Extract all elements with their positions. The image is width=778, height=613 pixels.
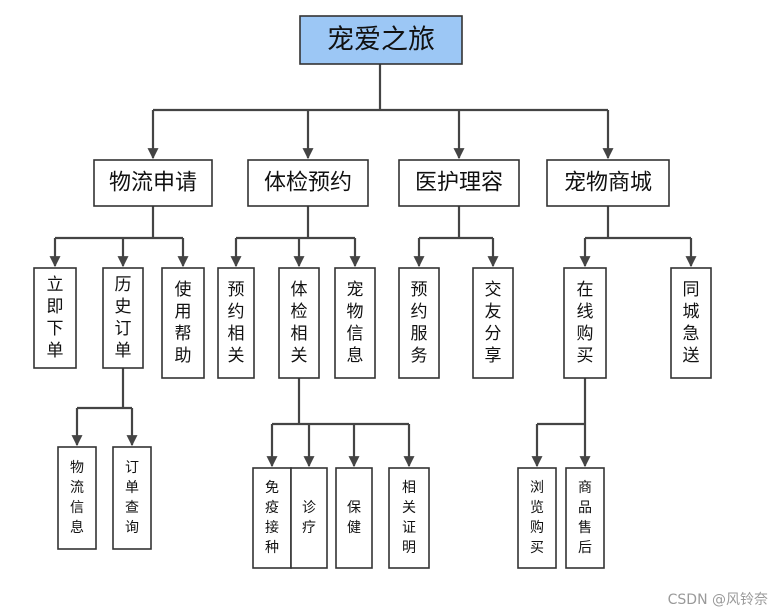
leaf-node-1-1-2: 保健 xyxy=(335,467,373,569)
leaf-node-1-1-1: 诊疗 xyxy=(290,467,328,569)
child-node-3-1-box xyxy=(670,267,712,379)
leaf-node-1-1-1-label: 诊疗 xyxy=(302,500,316,536)
leaf-node-0-1-1: 订单查询 xyxy=(112,446,152,550)
child-node-1-2-label: 宠物信息 xyxy=(347,280,364,366)
category-node-3: 宠物商城 xyxy=(546,159,670,207)
leaf-node-1-1-3: 相关证明 xyxy=(388,467,430,569)
category-node-0: 物流申请 xyxy=(93,159,213,207)
child-node-2-0-label: 预约服务 xyxy=(411,280,428,366)
leaf-node-1-1-2-box xyxy=(335,467,373,569)
category-node-3-box xyxy=(546,159,670,207)
category-node-3-label: 宠物商城 xyxy=(564,171,652,196)
leaf-node-0-1-0-label: 物流信息 xyxy=(70,460,84,536)
child-node-1-2: 宠物信息 xyxy=(334,267,376,379)
root-node-box xyxy=(299,15,463,65)
category-node-1-label: 体检预约 xyxy=(264,171,352,196)
child-node-1-1: 体检相关 xyxy=(278,267,320,379)
child-node-3-0: 在线购买 xyxy=(563,267,607,379)
child-node-2-1: 交友分享 xyxy=(472,267,514,379)
child-node-3-1-label: 同城急送 xyxy=(683,280,700,366)
category-node-0-label: 物流申请 xyxy=(109,171,197,196)
child-node-1-1-box xyxy=(278,267,320,379)
child-node-2-0: 预约服务 xyxy=(398,267,440,379)
leaf-node-3-0-1: 商品售后 xyxy=(565,467,605,569)
category-node-2-label: 医护理容 xyxy=(415,171,503,196)
root-node: 宠爱之旅 xyxy=(299,15,463,65)
leaf-node-3-0-0-label: 浏览购买 xyxy=(530,480,544,556)
child-node-3-0-label: 在线购买 xyxy=(577,280,594,366)
child-node-0-1-label: 历史订单 xyxy=(115,275,132,361)
leaf-node-1-1-0: 免疫接种 xyxy=(252,467,292,569)
leaf-node-1-1-2-label: 保健 xyxy=(347,500,361,536)
child-node-3-0-box xyxy=(563,267,607,379)
category-node-0-box xyxy=(93,159,213,207)
leaf-node-0-1-0: 物流信息 xyxy=(57,446,97,550)
child-node-0-1-box xyxy=(102,267,144,369)
child-node-2-0-box xyxy=(398,267,440,379)
leaf-node-3-0-1-box xyxy=(565,467,605,569)
child-node-0-1: 历史订单 xyxy=(102,267,144,369)
child-node-1-2-box xyxy=(334,267,376,379)
child-node-1-0: 预约相关 xyxy=(217,267,255,379)
leaf-node-3-0-0: 浏览购买 xyxy=(517,467,557,569)
child-node-0-0-box xyxy=(33,267,77,369)
connector-lines xyxy=(49,64,697,468)
child-node-1-0-box xyxy=(217,267,255,379)
leaf-node-1-1-1-box xyxy=(290,467,328,569)
watermark: CSDN @风铃奈 xyxy=(667,592,768,608)
leaf-node-1-1-0-label: 免疫接种 xyxy=(265,480,279,556)
category-node-2: 医护理容 xyxy=(398,159,520,207)
leaf-node-3-0-0-box xyxy=(517,467,557,569)
leaf-node-0-1-1-label: 订单查询 xyxy=(125,460,139,536)
child-node-1-0-label: 预约相关 xyxy=(228,280,245,366)
child-node-0-0: 立即下单 xyxy=(33,267,77,369)
leaf-node-1-1-3-box xyxy=(388,467,430,569)
child-node-0-0-label: 立即下单 xyxy=(47,275,64,361)
category-node-2-box xyxy=(398,159,520,207)
leaf-node-1-1-3-label: 相关证明 xyxy=(402,480,416,556)
child-node-1-1-label: 体检相关 xyxy=(291,280,308,366)
child-node-0-2: 使用帮助 xyxy=(161,267,205,379)
leaf-node-0-1-1-box xyxy=(112,446,152,550)
root-node-label: 宠爱之旅 xyxy=(327,25,435,56)
category-node-1-box xyxy=(247,159,369,207)
leaf-node-3-0-1-label: 商品售后 xyxy=(578,480,592,556)
child-node-0-2-label: 使用帮助 xyxy=(175,279,192,366)
child-node-2-1-box xyxy=(472,267,514,379)
child-node-2-1-label: 交友分享 xyxy=(485,280,502,366)
leaf-node-0-1-0-box xyxy=(57,446,97,550)
child-node-0-2-box xyxy=(161,267,205,379)
child-node-3-1: 同城急送 xyxy=(670,267,712,379)
category-node-1: 体检预约 xyxy=(247,159,369,207)
